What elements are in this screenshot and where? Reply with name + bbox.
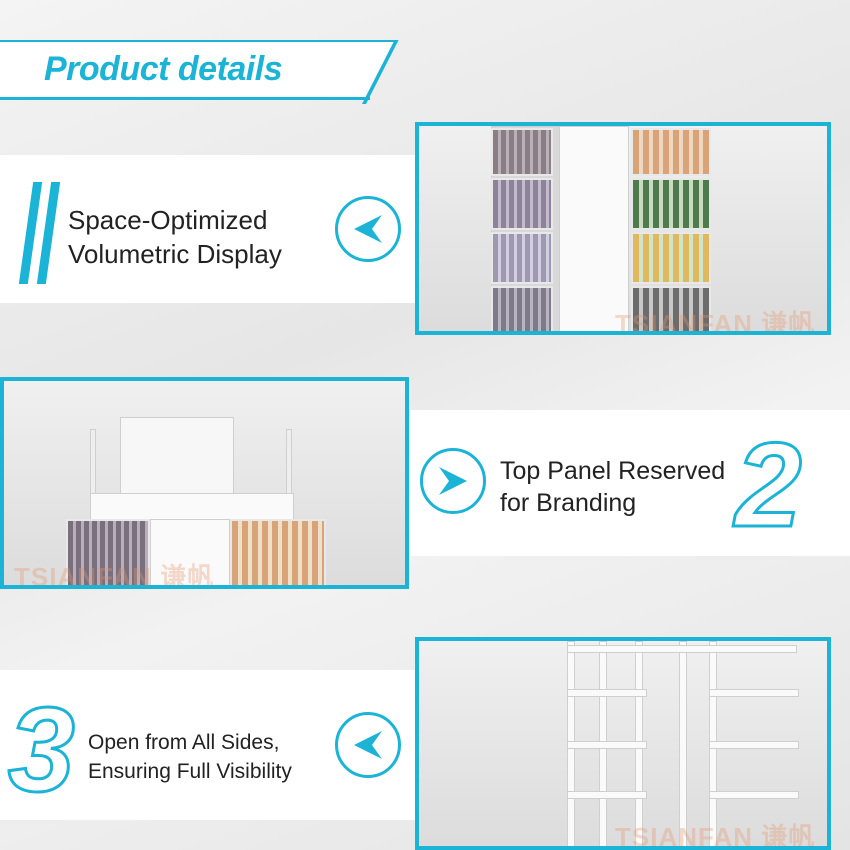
feature-2-line-2: for Branding [500, 489, 637, 517]
arrow-left-icon [354, 731, 382, 759]
number-3-icon: 3 [7, 683, 77, 817]
number-2-icon: 2 [734, 418, 804, 552]
arrow-right-button [420, 448, 486, 514]
header-banner [0, 40, 395, 100]
arrow-left-icon [354, 215, 382, 243]
header-top-line [0, 40, 395, 42]
feature-1-text: Space-Optimized Volumetric Display [68, 203, 282, 271]
feature-1-line-2: Volumetric Display [68, 239, 282, 269]
feature-3-text: Open from All Sides, Ensuring Full Visib… [88, 728, 292, 786]
watermark-logo: TSIANFAN 谦帆 [615, 309, 816, 335]
feature-3-line-2: Ensuring Full Visibility [88, 760, 292, 783]
product-image-3: TSIANFAN 谦帆 [415, 637, 831, 850]
watermark-logo-3: TSIANFAN 谦帆 [615, 822, 816, 850]
arrow-right-icon [439, 467, 467, 495]
arrow-left-button [335, 196, 401, 262]
feature-2-line-1: Top Panel Reserved [500, 457, 726, 485]
product-image-2: TSIANFAN 谦帆 [0, 377, 409, 589]
header-underline [0, 97, 370, 100]
feature-1-line-1: Space-Optimized [68, 205, 268, 235]
feature-3-line-1: Open from All Sides, [88, 731, 280, 754]
product-image-1: TSIANFAN 谦帆 [415, 122, 831, 335]
page-title: Product details [44, 50, 283, 88]
arrow-left-button-2 [335, 712, 401, 778]
feature-2-text: Top Panel Reserved for Branding [500, 455, 725, 519]
watermark-logo-2: TSIANFAN 谦帆 [14, 562, 215, 589]
